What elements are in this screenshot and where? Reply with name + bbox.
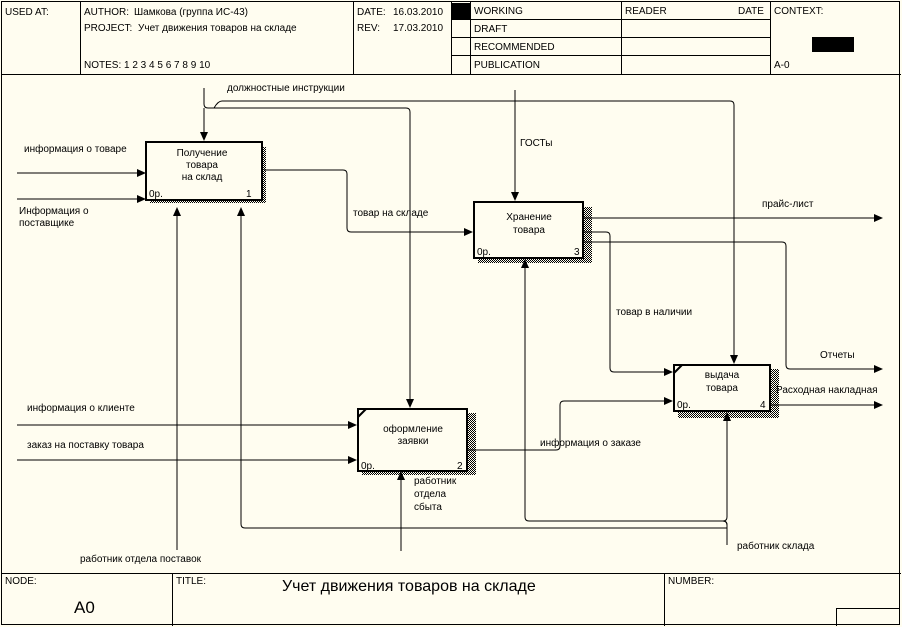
context-label: CONTEXT: bbox=[774, 6, 824, 17]
box-1-number: 1 bbox=[246, 189, 252, 200]
box-1-line-1: Получение bbox=[177, 148, 228, 159]
working-status-marker bbox=[452, 3, 470, 19]
status-working: WORKING bbox=[474, 6, 523, 17]
arrow-warehouse-worker-box4 bbox=[722, 412, 731, 522]
arrow-goods-available bbox=[583, 231, 673, 376]
project-value: Учет движения товаров на складе bbox=[138, 23, 297, 34]
label-goods-in-stock: товар на складе bbox=[353, 208, 429, 219]
context-node: A-0 bbox=[774, 60, 790, 71]
arrow-order-info bbox=[467, 397, 673, 451]
status-publication: PUBLICATION bbox=[474, 60, 540, 71]
number-label: NUMBER: bbox=[668, 576, 715, 587]
box-2-number: 2 bbox=[457, 461, 463, 472]
box-4 bbox=[673, 364, 779, 418]
node-label: NODE: bbox=[5, 576, 37, 587]
label-sales-worker-2: отдела bbox=[414, 489, 446, 500]
label-gost: ГОСТы bbox=[520, 138, 552, 149]
rev-value: 17.03.2010 bbox=[393, 23, 444, 34]
title-label: TITLE: bbox=[176, 576, 207, 587]
date-label: DATE: bbox=[357, 7, 386, 18]
arrow-goods-in-stock bbox=[264, 169, 473, 236]
used-at-label: USED AT: bbox=[5, 7, 49, 18]
node-value: A0 bbox=[74, 598, 95, 617]
project-label: PROJECT: bbox=[84, 23, 133, 34]
label-sales-worker-1: работник bbox=[414, 475, 457, 487]
label-supply-worker: работник отдела поставок bbox=[80, 553, 202, 565]
label-sales-worker-3: сбыта bbox=[414, 501, 442, 513]
notes-label: NOTES: 1 2 3 4 5 6 7 8 9 10 bbox=[84, 60, 211, 71]
arrow-instructions-box4 bbox=[213, 100, 738, 364]
box-1 bbox=[145, 141, 266, 203]
author-value: Шамкова (группа ИС-43) bbox=[134, 7, 248, 18]
status-recommended: RECOMMENDED bbox=[474, 42, 555, 53]
box-3 bbox=[473, 201, 592, 263]
box-4-number: 4 bbox=[760, 400, 766, 411]
label-order-info: информация о заказе bbox=[540, 437, 641, 449]
diagram-title: Учет движения товаров на складе bbox=[282, 578, 536, 595]
author-label: AUTHOR: bbox=[84, 7, 129, 18]
rev-label: REV: bbox=[357, 23, 380, 34]
box-1-line-2: товара bbox=[186, 160, 218, 171]
box-1-cost: 0р. bbox=[149, 189, 163, 200]
box-2 bbox=[357, 408, 476, 475]
box-1-line-3: на склад bbox=[182, 172, 223, 183]
context-thumbnail bbox=[812, 37, 854, 52]
arrow-instructions bbox=[203, 88, 414, 408]
footer-block: NODE: A0 TITLE: Учет движения товаров на… bbox=[2, 573, 901, 626]
label-supplier-info-2: поставщике bbox=[19, 218, 75, 229]
box-3-cost: 0р. bbox=[477, 247, 491, 258]
box-4-cost: 0р. bbox=[677, 400, 691, 411]
box-4-line-1: выдача bbox=[705, 370, 740, 381]
header-block: USED AT: AUTHOR: Шамкова (группа ИС-43) … bbox=[2, 2, 901, 75]
label-reports: Отчеты bbox=[820, 350, 855, 361]
label-goods-available: товар в наличии bbox=[616, 307, 692, 318]
box-2-line-1: оформление bbox=[383, 423, 443, 435]
box-2-cost: 0р. bbox=[361, 461, 375, 472]
label-price-list: прайс-лист bbox=[762, 199, 814, 210]
label-supplier-info-1: Информация о bbox=[19, 205, 89, 217]
label-order: заказ на поставку товара bbox=[27, 440, 144, 451]
label-warehouse-worker: работник склада bbox=[737, 540, 815, 552]
reader-date-label: DATE bbox=[738, 6, 764, 17]
label-instructions: должностные инструкции bbox=[227, 83, 345, 94]
label-invoice: Расходная накладная bbox=[776, 385, 878, 396]
reader-label: READER bbox=[625, 6, 667, 17]
box-2-line-2: заявки bbox=[398, 436, 429, 447]
label-client-info: информация о клиенте bbox=[27, 402, 135, 414]
date-value: 16.03.2010 bbox=[393, 7, 444, 18]
box-3-number: 3 bbox=[574, 247, 580, 258]
arrow-worker-box1 bbox=[237, 207, 728, 529]
box-3-line-2: товара bbox=[513, 225, 545, 236]
label-product-info: информация о товаре bbox=[24, 143, 127, 155]
box-3-line-1: Хранение bbox=[506, 212, 552, 223]
arrow-reports bbox=[583, 241, 883, 373]
status-draft: DRAFT bbox=[474, 24, 508, 35]
box-4-line-2: товара bbox=[706, 383, 738, 394]
